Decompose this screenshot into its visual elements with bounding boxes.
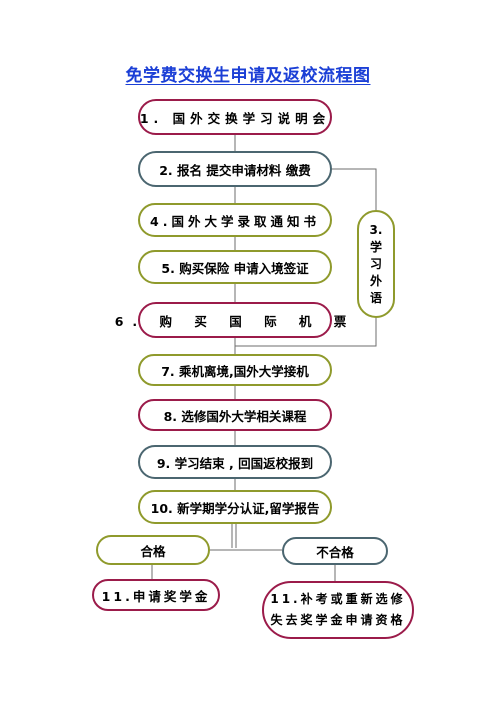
step-9-return: 9. 学习结束 , 回国返校报到 [138, 445, 332, 479]
step-6-flight-ticket: 6. 购 买 国 际 机 票 [115, 302, 346, 338]
step-7-departure: 7. 乘机离境,国外大学接机 [138, 354, 332, 386]
side-line: 语 [369, 290, 382, 305]
side-line: 3. [369, 222, 383, 237]
step-11-retake: 11.补考或重新选修 失去奖学金申请资格 [262, 581, 414, 639]
side-line: 外 [369, 273, 382, 288]
step-10-credit-report: 10. 新学期学分认证,留学报告 [138, 490, 332, 524]
page-title: 免学费交换生申请及返校流程图 [125, 66, 371, 86]
connector-side-top [332, 168, 377, 210]
step-2-apply: 2. 报名 提交申请材料 缴费 [138, 151, 332, 187]
side-line: 学 [369, 239, 382, 254]
side-line: 习 [369, 256, 382, 271]
retake-line: 失去奖学金申请资格 [270, 613, 406, 627]
outcome-fail: 不合格 [282, 537, 388, 565]
step-4-admission: 4.国外大学录取通知书 [138, 203, 332, 237]
connector-branch [210, 524, 282, 551]
outcome-pass: 合格 [96, 535, 210, 565]
step-11-scholarship: 11.申请奖学金 [92, 579, 220, 611]
retake-line: 11.补考或重新选修 [270, 592, 406, 606]
step-5-insurance-visa: 5. 购买保险 申请入境签证 [138, 250, 332, 284]
connector-side-bottom [235, 318, 377, 347]
step-1-briefing: 1. 国外交换学习说明会 [138, 99, 332, 135]
step-8-courses: 8. 选修国外大学相关课程 [138, 399, 332, 431]
step-3-language-study: 3. 学 习 外 语 [357, 210, 395, 318]
